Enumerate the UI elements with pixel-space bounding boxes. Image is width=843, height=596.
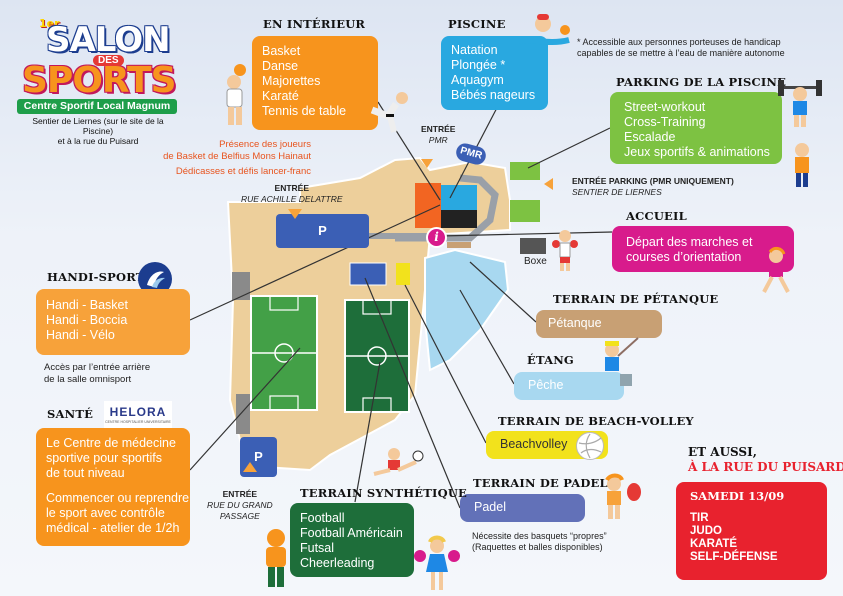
- info-icon[interactable]: i: [426, 227, 447, 248]
- sante-heading: SANTÉ: [47, 407, 94, 421]
- handisport-heading: HANDI-SPORT: [47, 270, 145, 284]
- accueil-box: Départ des marches et courses d’orientat…: [612, 226, 794, 272]
- interieur-note: Présence des joueurs de Basket de Belfiu…: [163, 139, 311, 177]
- padel-note: Nécessite des basquets “propres” (Raquet…: [472, 531, 607, 552]
- logo-venue: Centre Sportif Local Magnum: [17, 99, 177, 114]
- map-etang: [424, 248, 510, 372]
- aussi-box: SAMEDI 13/09 TIR JUDO KARATÉ SELF-DÉFENS…: [676, 482, 827, 580]
- interieur-item: Majorettes: [262, 74, 321, 88]
- interieur-heading: EN INTÉRIEUR: [263, 17, 366, 31]
- entree-pmr-label: ENTRÉE PMR: [421, 124, 456, 145]
- logo-des: DES: [93, 55, 124, 66]
- interieur-item: Danse: [262, 59, 299, 73]
- boxe-label: Boxe: [524, 256, 547, 267]
- map-boxe: [520, 238, 546, 254]
- helora-logo: HELORA CENTRE HOSPITALIER UNIVERSITAIRE: [104, 401, 172, 429]
- accueil-heading: ACCUEIL: [626, 209, 687, 223]
- weightlifter-figure: [778, 80, 822, 127]
- runner-figure: [762, 246, 790, 293]
- boxer-figure: [552, 230, 578, 271]
- map-beach: [396, 263, 410, 285]
- petanque-heading: TERRAIN DE PÉTANQUE: [553, 292, 719, 306]
- padel-box: Padel: [460, 494, 585, 522]
- map-petanque: [447, 242, 471, 248]
- map-parking-piscine-1: [510, 162, 540, 180]
- synthetique-heading: TERRAIN SYNTHÉTIQUE: [300, 486, 468, 500]
- interieur-item: Karaté: [262, 89, 299, 103]
- map-parking-piscine-2: [510, 200, 540, 222]
- handisport-box: Handi - Basket Handi - Boccia Handi - Vé…: [36, 289, 190, 355]
- petanque-box: Pétanque: [536, 310, 662, 338]
- map-padel: [349, 262, 387, 286]
- piscine-heading: PISCINE: [448, 17, 506, 31]
- entree-delattre-label: ENTRÉE RUE ACHILLE DELATTRE: [241, 183, 343, 204]
- parking-p-top: P: [276, 214, 369, 248]
- etang-box: Pêche: [514, 372, 624, 400]
- logo-salon: SALON: [46, 20, 171, 60]
- volleyball-icon: [576, 432, 604, 460]
- aussi-heading: ET AUSSI, À LA RUE DU PUISARD :: [688, 445, 843, 474]
- sante-box: Le Centre de médecine sportive pour spor…: [36, 428, 190, 546]
- swimmer-figure: [517, 14, 570, 45]
- piscine-box: Natation Plongée * Aquagym Bébés nageurs: [441, 36, 548, 110]
- arrow-up-icon: [243, 462, 257, 472]
- map-building-piscine: [441, 185, 477, 210]
- padel-player-figure: [605, 473, 641, 519]
- synthetique-box: Football Football Américain Futsal Cheer…: [290, 503, 414, 577]
- parking-p-bottom: P: [240, 437, 277, 477]
- logo-address: Sentier de Liernes (sur le site de la Pi…: [32, 116, 164, 146]
- aussi-date: SAMEDI 13/09: [690, 489, 785, 503]
- entree-parking-label: ENTRÉE PARKING (PMR UNIQUEMENT) SENTIER …: [572, 176, 734, 197]
- american-football-figure: [266, 529, 286, 587]
- handisport-note: Accès par l’entrée arrière de la salle o…: [44, 362, 151, 385]
- entree-grand-passage-label: ENTRÉE RUE DU GRAND PASSAGE: [207, 489, 273, 521]
- arrow-left-parking-icon: [544, 178, 553, 190]
- etang-heading: ÉTANG: [527, 353, 574, 367]
- karate-figure: [370, 92, 408, 133]
- arrow-down-icon: [288, 209, 302, 219]
- arrow-down-pmr-icon: [421, 159, 433, 168]
- cheerleader-figure: [414, 535, 460, 590]
- interieur-item: Basket: [262, 44, 301, 58]
- parking-piscine-box: Street-workout Cross-Training Escalade J…: [610, 92, 782, 164]
- piscine-footnote: * Accessible aux personnes porteuses de …: [577, 37, 785, 58]
- parking-piscine-heading: PARKING DE LA PISCINE: [616, 75, 787, 89]
- map-road: [395, 174, 499, 242]
- interieur-box: Basket Danse Majorettes Karaté Tennis de…: [252, 36, 378, 130]
- map-building-interieur: [415, 183, 441, 228]
- padel-heading: TERRAIN DE PADEL: [473, 476, 608, 490]
- football-player-figure: [373, 448, 424, 476]
- beach-heading: TERRAIN DE BEACH-VOLLEY: [498, 414, 694, 428]
- logo-edition: 1er: [39, 17, 60, 30]
- interieur-item: Tennis de table: [262, 104, 347, 118]
- kid-figure: [795, 143, 809, 187]
- basketball-player-figure: [226, 64, 246, 125]
- fisherman-figure: [605, 337, 639, 386]
- logo-sports: SPORTS: [22, 60, 177, 101]
